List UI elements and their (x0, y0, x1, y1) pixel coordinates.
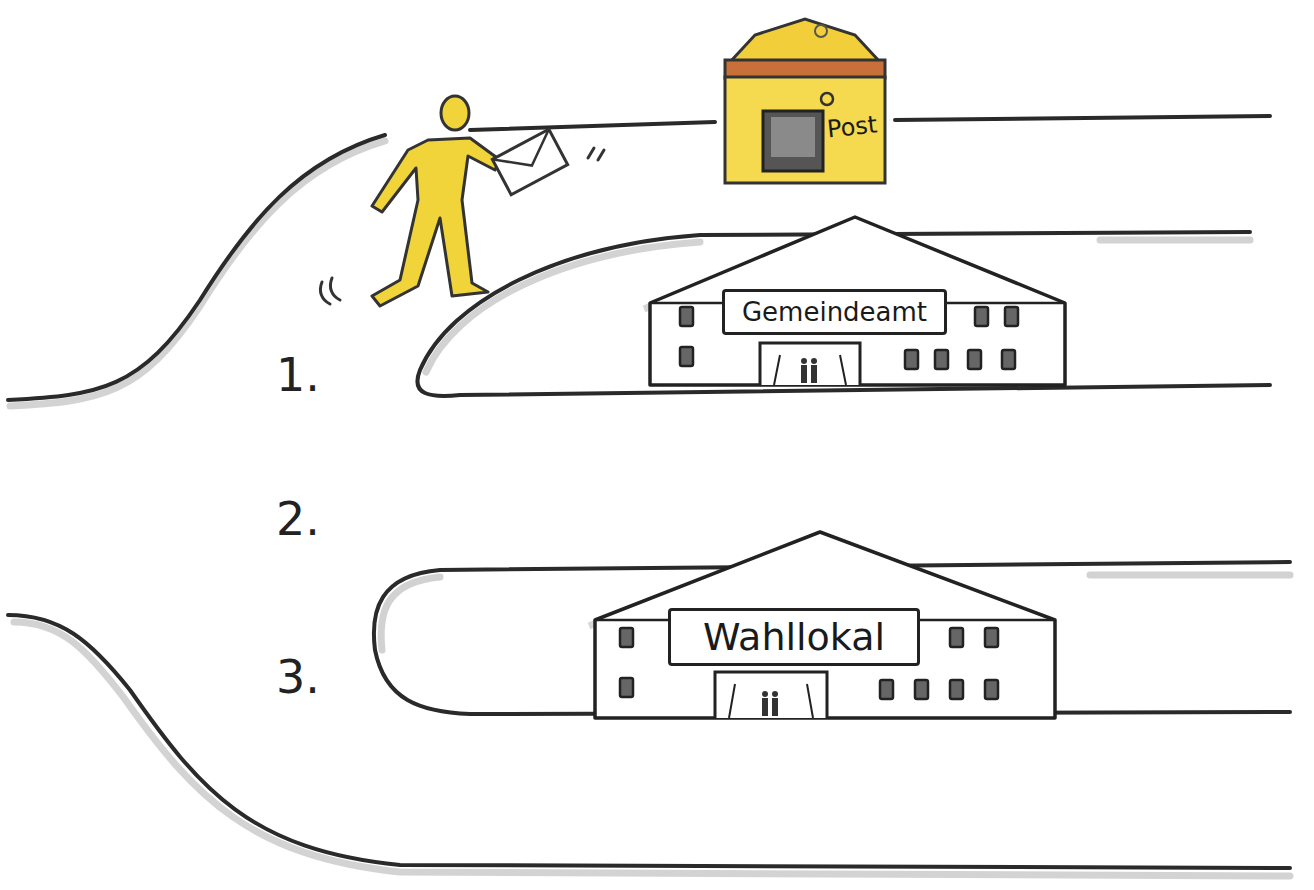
tiny-person (801, 365, 807, 383)
tiny-person (801, 358, 807, 364)
window (950, 680, 963, 699)
tiny-person (811, 365, 817, 383)
building-outline (650, 217, 1065, 385)
person-figure (372, 138, 500, 306)
building-sign: Gemeindeamt (722, 289, 947, 335)
window (985, 680, 998, 699)
road-shadows (10, 141, 1290, 876)
mailbox-body (725, 77, 885, 183)
window (968, 350, 981, 369)
tiny-person (772, 698, 778, 716)
road-edge (470, 122, 715, 130)
window (975, 307, 988, 326)
road-shadow (10, 141, 385, 406)
motion-mark (330, 278, 340, 300)
road-lines (8, 116, 1290, 868)
motion-mark (588, 148, 594, 158)
window (680, 307, 693, 326)
window (915, 680, 928, 699)
building-outline (595, 532, 1055, 718)
motion-mark (598, 150, 604, 160)
window (905, 350, 918, 369)
building: Wahllokal (595, 530, 1055, 720)
mailbox-shape (715, 15, 895, 187)
entrance-frame (774, 355, 846, 385)
road-edge (8, 135, 385, 400)
callout-number: 2. (276, 492, 320, 546)
window (680, 347, 693, 366)
window (880, 680, 893, 699)
envelope-body (492, 129, 567, 194)
envelope-flap (492, 129, 560, 180)
tiny-person (762, 698, 768, 716)
window (935, 350, 948, 369)
mailbox: Post (715, 15, 895, 187)
post-horn (815, 25, 827, 37)
motion-marks (320, 148, 604, 304)
callout-number: 3. (276, 650, 320, 704)
envelope (492, 129, 567, 194)
window (1005, 307, 1018, 326)
entrance (715, 672, 827, 718)
tiny-person (772, 691, 778, 697)
tiny-person (762, 691, 768, 697)
building: Gemeindeamt (650, 215, 1065, 387)
window (620, 628, 633, 647)
window (950, 628, 963, 647)
callout-number: 1. (276, 348, 320, 402)
window (620, 678, 633, 697)
road-shadow (1090, 572, 1290, 579)
entrance-frame (729, 684, 813, 718)
motion-mark (320, 282, 330, 304)
mailbox-band (725, 60, 885, 78)
mailbox-lettering: Post (826, 110, 879, 143)
person-head (441, 96, 469, 130)
window (1002, 350, 1015, 369)
building-sign: Wahllokal (668, 608, 920, 666)
mailbox-window (771, 117, 815, 157)
mailbox-lock (821, 93, 833, 105)
road-shadow (1100, 237, 1250, 244)
entrance (760, 343, 860, 385)
walking-person (320, 96, 604, 306)
window (985, 628, 998, 647)
mailbox-door (763, 111, 823, 171)
mailbox-roof (730, 19, 880, 62)
road-edge (895, 116, 1270, 120)
tiny-person (811, 358, 817, 364)
